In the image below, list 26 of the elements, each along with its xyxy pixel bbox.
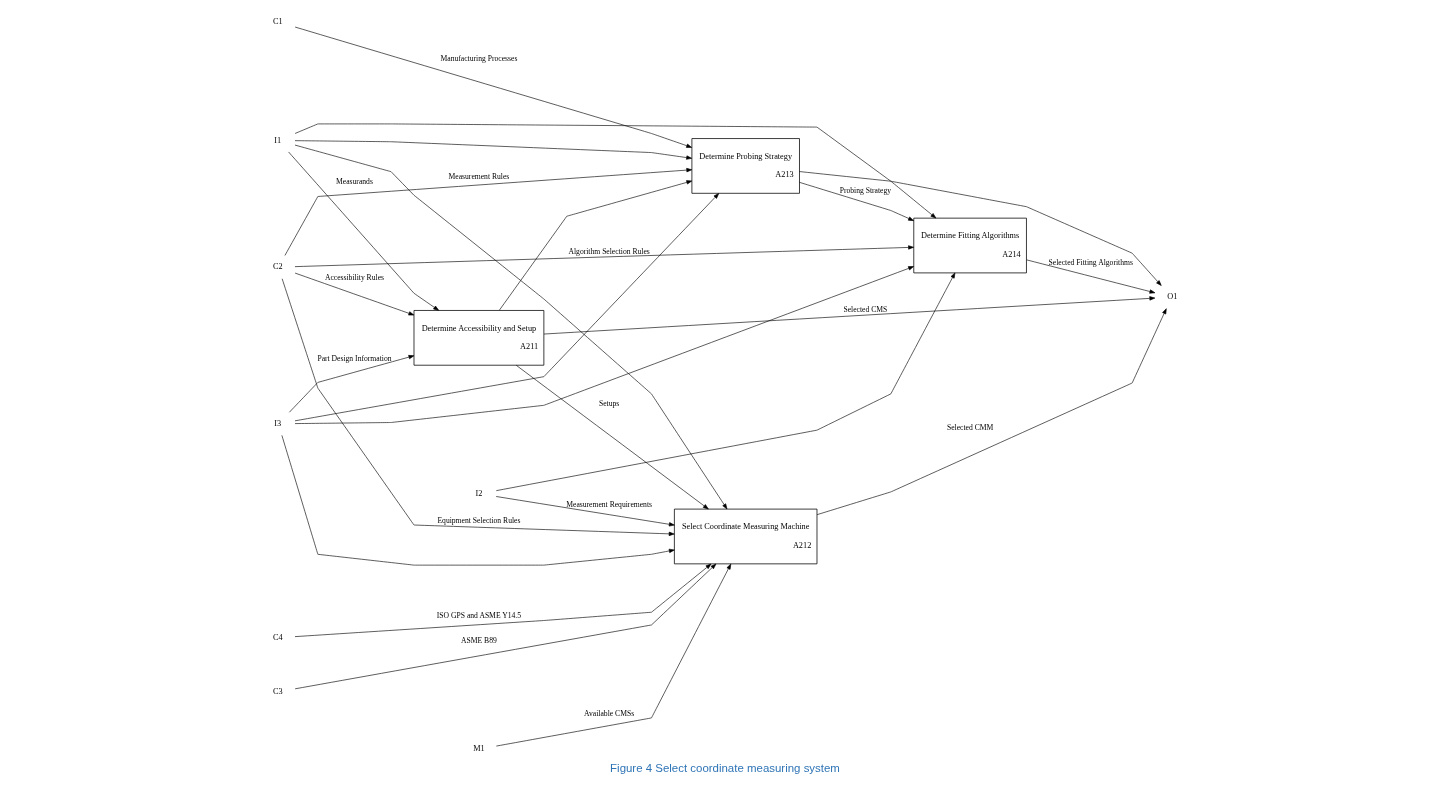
arrow bbox=[294, 140, 692, 160]
arrow bbox=[294, 193, 719, 422]
arrow bbox=[294, 563, 716, 690]
arrow bbox=[281, 278, 675, 536]
arrow bbox=[498, 180, 692, 311]
arrow bbox=[294, 26, 692, 148]
arrow bbox=[495, 563, 731, 747]
arrow bbox=[495, 272, 955, 491]
arrow bbox=[294, 563, 711, 637]
arrow bbox=[294, 123, 936, 219]
arrow bbox=[495, 496, 675, 527]
arrow bbox=[798, 182, 914, 221]
arrow bbox=[294, 245, 914, 267]
arrow bbox=[798, 171, 1162, 286]
arrow bbox=[284, 168, 692, 256]
arrow bbox=[294, 272, 414, 316]
arrow bbox=[294, 266, 914, 424]
arrow bbox=[816, 308, 1167, 515]
arrow bbox=[1025, 259, 1155, 294]
arrow bbox=[288, 355, 414, 413]
arrow bbox=[287, 151, 439, 311]
arrow bbox=[515, 364, 709, 510]
caption: Figure 4 Select coordinate measuring system bbox=[609, 762, 840, 775]
arrow bbox=[281, 435, 675, 566]
arrow bbox=[543, 296, 1155, 335]
arrow bbox=[294, 144, 727, 510]
